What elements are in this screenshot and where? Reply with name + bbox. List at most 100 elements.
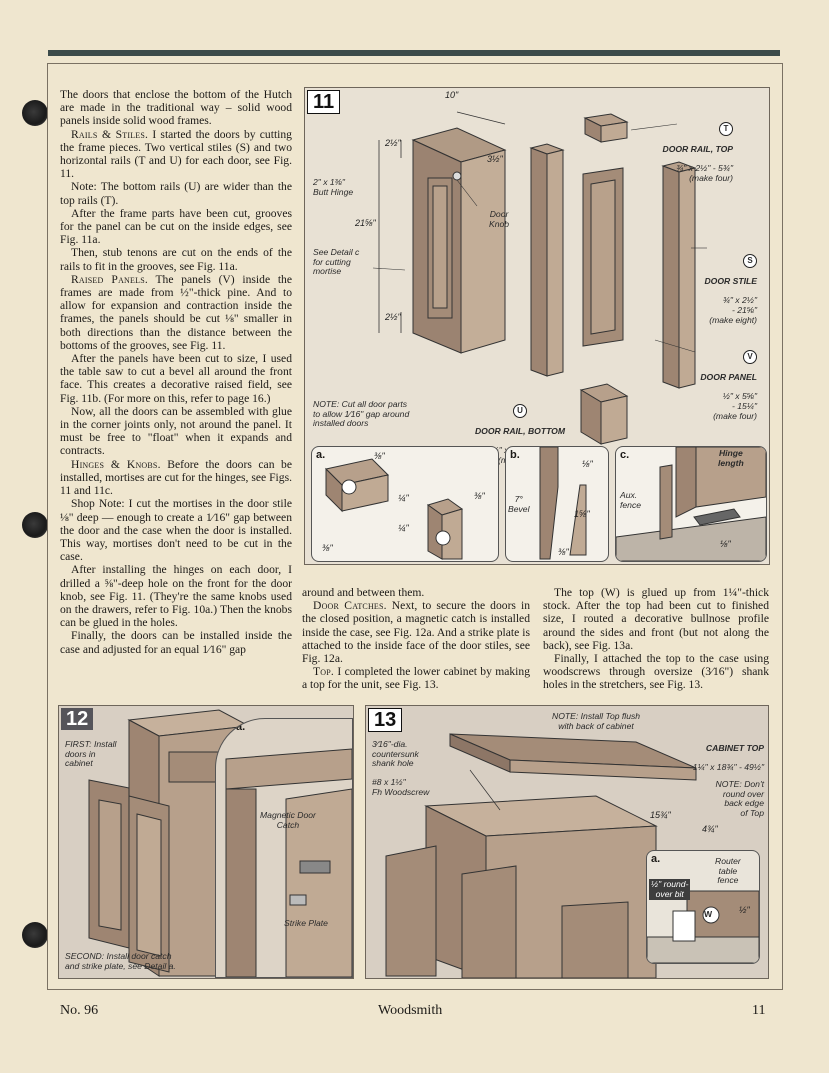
detail-letter: a. bbox=[316, 449, 326, 461]
part-title: DOOR STILE bbox=[704, 276, 757, 287]
label-shank-hole: 3⁄16"-dia. countersunk shank hole bbox=[372, 739, 419, 769]
paragraph-body: I started the doors by cutting the frame… bbox=[60, 127, 292, 181]
detail-12a-drawing bbox=[225, 748, 352, 977]
paragraph: Now, all the doors can be assembled with… bbox=[60, 404, 292, 458]
figure-number: 11 bbox=[307, 90, 341, 114]
detail-letter: a. bbox=[651, 853, 661, 865]
paragraph: Raised Panels. The panels (V) inside the… bbox=[60, 273, 292, 352]
badge-v: V bbox=[743, 349, 757, 364]
section-head: Raised Panels. bbox=[71, 272, 148, 286]
figure-number: 12 bbox=[61, 708, 94, 730]
dim-height: 21⅝" bbox=[355, 218, 376, 228]
part-title: CABINET TOP bbox=[705, 742, 764, 753]
binder-hole-middle bbox=[22, 512, 48, 538]
part-title: DOOR RAIL, BOTTOM bbox=[474, 426, 566, 437]
dim: ⅛" bbox=[720, 539, 731, 549]
text-column-3: The top (W) is glued up from 1¼"-thick s… bbox=[543, 586, 769, 692]
detail-a-drawing bbox=[324, 458, 464, 560]
paragraph-body: I completed the lower cabinet by making … bbox=[302, 665, 530, 692]
header-rule bbox=[48, 50, 780, 56]
dim: ½" bbox=[739, 905, 750, 915]
badge-t: T bbox=[719, 121, 733, 136]
dim: ¼" bbox=[398, 493, 409, 503]
dim: ⅜" bbox=[474, 491, 485, 501]
detail-letter: a. bbox=[236, 721, 246, 733]
dim: ⅜" bbox=[322, 543, 333, 553]
label-first-step: FIRST: Install doors in cabinet bbox=[65, 739, 117, 769]
figure-13: 13 a. Router table fence ½" round- over … bbox=[365, 705, 769, 979]
part-title: DOOR RAIL, TOP bbox=[662, 144, 733, 155]
detail-c: c. Hinge length Aux. fence ⅛" bbox=[615, 446, 767, 562]
paragraph: Door Catches. Next, to secure the doors … bbox=[302, 599, 530, 665]
part-dims: ¾" x 2½" - 5¾" (make four) bbox=[676, 163, 733, 183]
label-woodscrew: #8 x 1½" Fh Woodscrew bbox=[372, 777, 430, 797]
dim-1534: 15¾" bbox=[650, 810, 671, 820]
dim-top-rail: 2½" bbox=[385, 138, 401, 148]
detail-a: a. ⅜" ¼" ⅜" ¼" ⅜" bbox=[311, 446, 499, 562]
text-column-2: around and between them. Door Catches. N… bbox=[302, 586, 530, 692]
figure-11-drawing bbox=[372, 111, 707, 445]
label-magnetic-catch: Magnetic Door Catch bbox=[260, 810, 316, 830]
footer-magazine: Woodsmith bbox=[378, 1003, 443, 1018]
detail-letter: c. bbox=[620, 449, 630, 461]
paragraph: around and between them. bbox=[302, 586, 425, 599]
label-router-fence: Router table fence bbox=[715, 856, 741, 886]
paragraph: Top. I completed the lower cabinet by ma… bbox=[302, 665, 530, 691]
page-frame bbox=[47, 63, 783, 990]
part-dims: 1¼" x 18¾" - 49½" bbox=[692, 761, 764, 772]
label-strike-plate: Strike Plate bbox=[284, 918, 328, 928]
text-column-1: The doors that enclose the bottom of the… bbox=[60, 88, 292, 656]
label-second-step: SECOND: Install door catch and strike pl… bbox=[65, 951, 176, 971]
dim: ⅜" bbox=[374, 451, 385, 461]
label-door-rail-top: T DOOR RAIL, TOP ¾" x 2½" - 5¾" (make fo… bbox=[635, 112, 733, 184]
badge-u: U bbox=[513, 403, 527, 418]
paragraph: The top (W) is glued up from 1¼"-thick s… bbox=[543, 586, 769, 652]
paragraph: After the panels have been cut to size, … bbox=[60, 352, 292, 405]
section-head: Rails & Stiles. bbox=[71, 127, 149, 141]
section-head: Top. bbox=[313, 665, 335, 679]
section-head: Door Catches. bbox=[313, 599, 387, 613]
binder-hole-bottom bbox=[22, 922, 48, 948]
paragraph: Note: The bottom rails (U) are wider tha… bbox=[60, 180, 292, 207]
label-detail-c: See Detail c for cutting mortise bbox=[313, 247, 360, 277]
figure-12: 12 a. Magnetic Door Catch Strike Plate F… bbox=[58, 705, 354, 979]
paragraph: Rails & Stiles. I started the doors by c… bbox=[60, 128, 292, 181]
detail-c-drawing bbox=[616, 447, 766, 561]
dim: ⅜" bbox=[558, 547, 569, 557]
dim: ⅛" bbox=[582, 459, 593, 469]
detail-b-drawing bbox=[539, 447, 587, 560]
label-bevel: 7° Bevel bbox=[508, 494, 530, 514]
paragraph: The doors that enclose the bottom of the… bbox=[60, 88, 292, 128]
paragraph-body: The panels (V) inside the frames are mad… bbox=[60, 272, 292, 352]
dim-width: 10" bbox=[445, 90, 459, 100]
paragraph: Then, stub tenons are cut on the ends of… bbox=[60, 246, 292, 273]
part-dims: ½" x 5⅝" - 15¼" (make four) bbox=[713, 391, 757, 421]
label-roundover-bit: ½" round- over bit bbox=[649, 879, 691, 901]
dim-434: 4¾" bbox=[702, 824, 718, 834]
paragraph: Shop Note: I cut the mortises in the doo… bbox=[60, 497, 292, 564]
footer-issue: No. 96 bbox=[60, 1003, 99, 1018]
paragraph: After installing the hinges on each door… bbox=[60, 563, 292, 630]
label-door-knob: Door Knob bbox=[489, 209, 510, 229]
label-door-stile: S DOOR STILE ¾" x 2½" - 21⅝" (make eight… bbox=[681, 244, 757, 325]
paragraph: Finally, the doors can be installed insi… bbox=[60, 629, 292, 656]
detail-12a: a. Magnetic Door Catch Strike Plate bbox=[215, 718, 353, 978]
section-head: Hinges & Knobs. bbox=[71, 457, 161, 471]
paragraph: Finally, I attached the top to the case … bbox=[543, 652, 769, 692]
detail-13a: a. Router table fence ½" round- over bit… bbox=[646, 850, 760, 964]
label-note-round: NOTE: Don't round over back edge of Top bbox=[715, 779, 764, 818]
label-hinge-length: Hinge length bbox=[718, 448, 744, 468]
detail-letter: b. bbox=[510, 449, 520, 461]
dim-knob-height: 3½" bbox=[487, 154, 503, 164]
label-note-install: NOTE: Install Top flush with back of cab… bbox=[552, 711, 641, 731]
figure-11: 11 10" 2½ bbox=[304, 87, 770, 565]
paragraph-body: Before the doors can be installed, morti… bbox=[60, 457, 292, 498]
paragraph: Hinges & Knobs. Before the doors can be … bbox=[60, 458, 292, 498]
badge-w: W bbox=[704, 909, 713, 919]
label-cabinet-top: CABINET TOP 1¼" x 18¾" - 49½" bbox=[614, 734, 764, 772]
detail-13a-drawing bbox=[647, 890, 759, 963]
label-aux-fence: Aux. fence bbox=[620, 490, 642, 510]
part-title: DOOR PANEL bbox=[700, 372, 757, 383]
badge-s: S bbox=[743, 253, 757, 268]
dim-bottom-rail: 2½" bbox=[385, 312, 401, 322]
